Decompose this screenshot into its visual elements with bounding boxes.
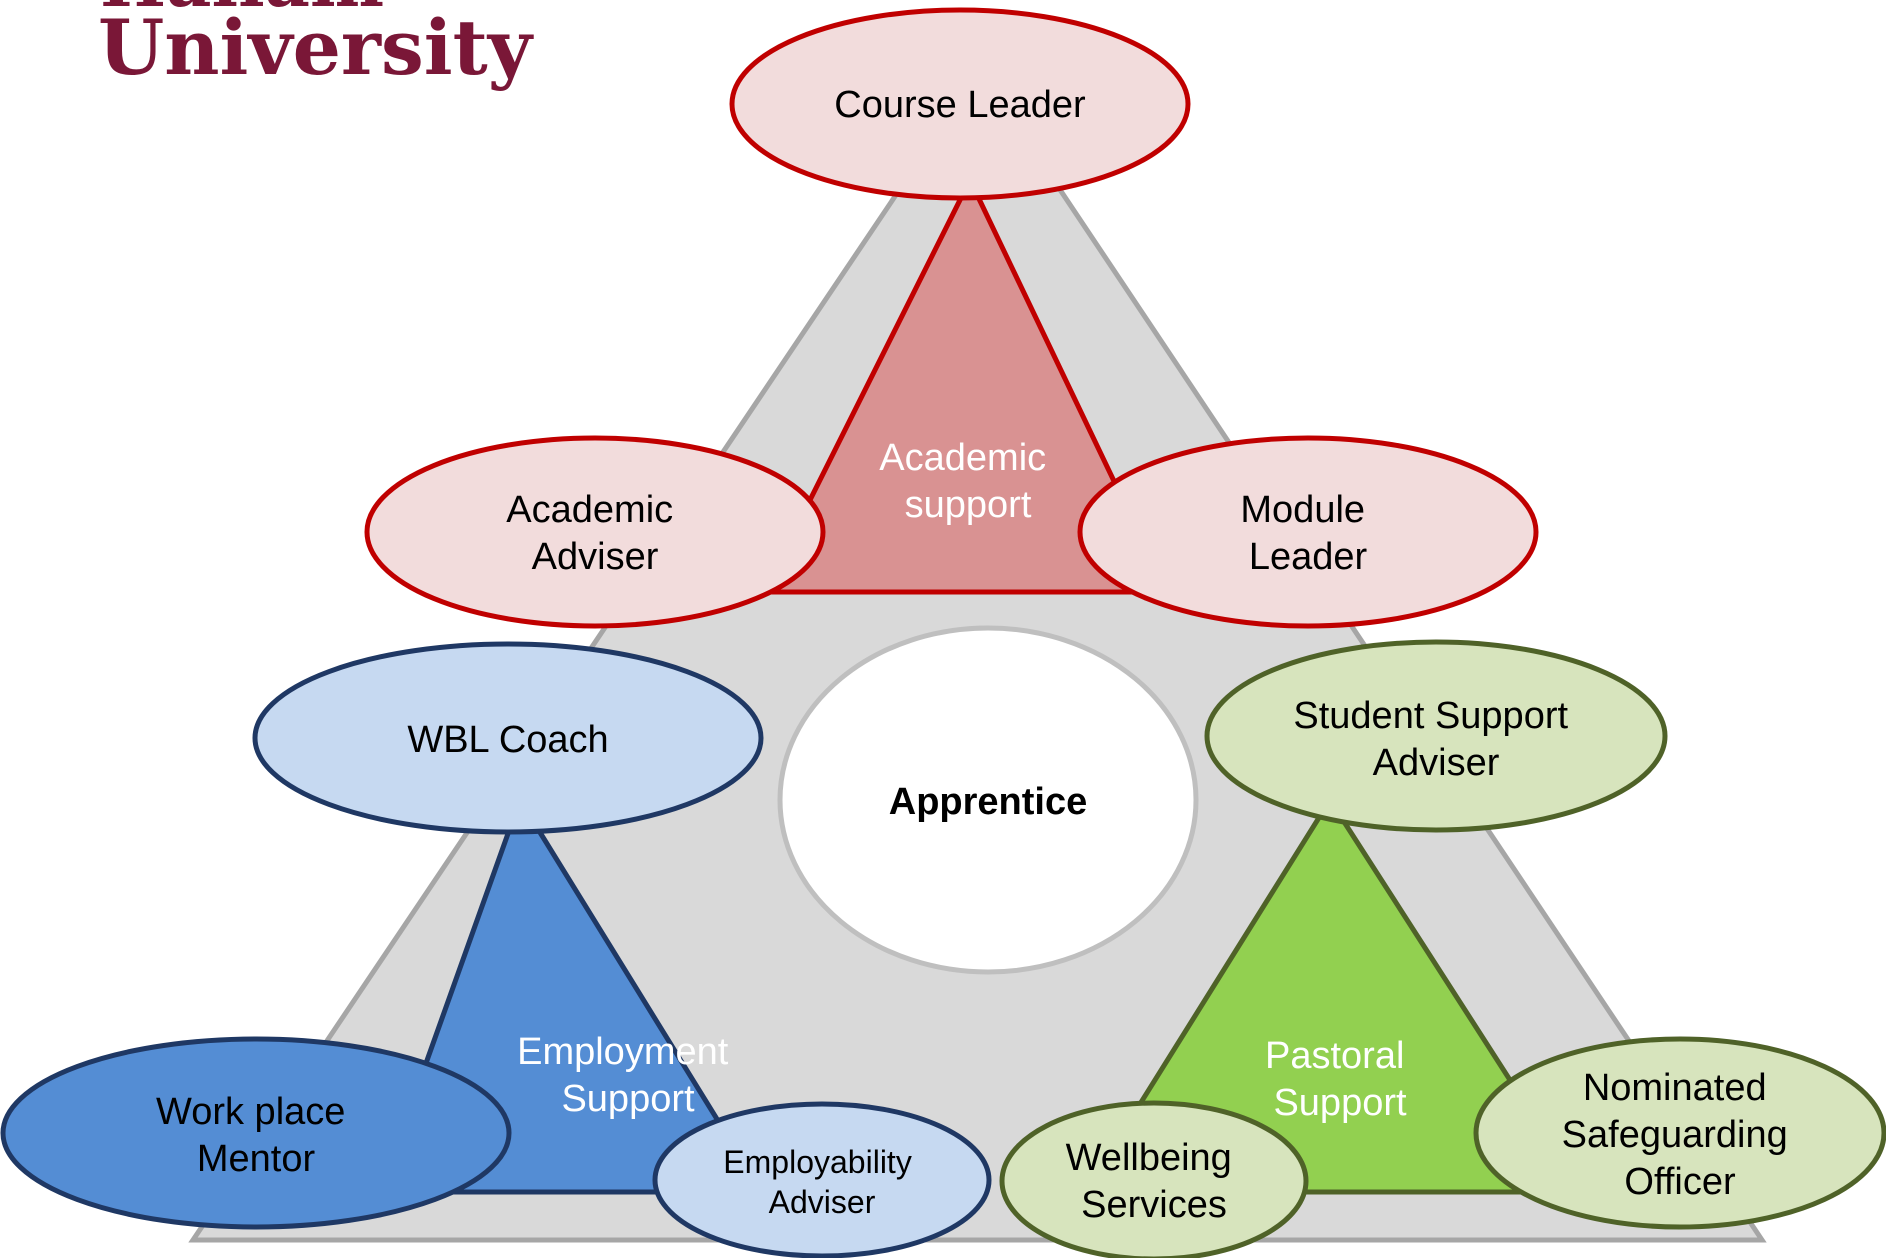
pastoral-support-triangle [1080, 795, 1587, 1195]
wellbeing-services-label: Wellbeing Services [1066, 1137, 1243, 1226]
pastoral-support-label: Pastoral Support [1265, 1035, 1415, 1124]
wbl-coach-bubble: WBL Coach [252, 641, 764, 835]
apprentice-circle [777, 625, 1199, 975]
logo-line1: Hallam [100, 0, 384, 23]
employability-adviser-label: Employability Adviser [723, 1144, 920, 1220]
module-leader-bubble: Module Leader [1077, 435, 1539, 629]
student-support-adviser-label: Student Support Adviser [1293, 695, 1578, 784]
academic-adviser-bubble: Academic Adviser [364, 435, 826, 629]
wbl-coach-label: WBL Coach [407, 719, 608, 761]
apprentice-label: Apprentice [889, 781, 1087, 823]
academic-support-triangle [759, 174, 1171, 595]
logo-line2: University [98, 3, 534, 92]
workplace-mentor-label: Work place Mentor [156, 1091, 356, 1180]
student-support-adviser-bubble: Student Support Adviser [1204, 639, 1668, 833]
workplace-mentor-bubble: Work place Mentor [0, 1036, 512, 1230]
employability-adviser-bubble: Employability Adviser [652, 1101, 992, 1258]
academic-support-label: Academic support [879, 437, 1056, 526]
safeguarding-officer-label: Nominated Safeguarding Officer [1562, 1067, 1799, 1203]
course-leader-label: Course Leader [834, 84, 1086, 126]
academic-adviser-label: Academic Adviser [506, 489, 683, 578]
course-leader-bubble: Course Leader [729, 7, 1191, 201]
university-logo: Hallam University [98, 0, 534, 92]
employment-support-label: Employment Support [517, 1031, 739, 1120]
module-leader-label: Module Leader [1240, 489, 1375, 578]
safeguarding-officer-bubble: Nominated Safeguarding Officer [1473, 1036, 1886, 1230]
wellbeing-services-bubble: Wellbeing Services [999, 1100, 1309, 1258]
